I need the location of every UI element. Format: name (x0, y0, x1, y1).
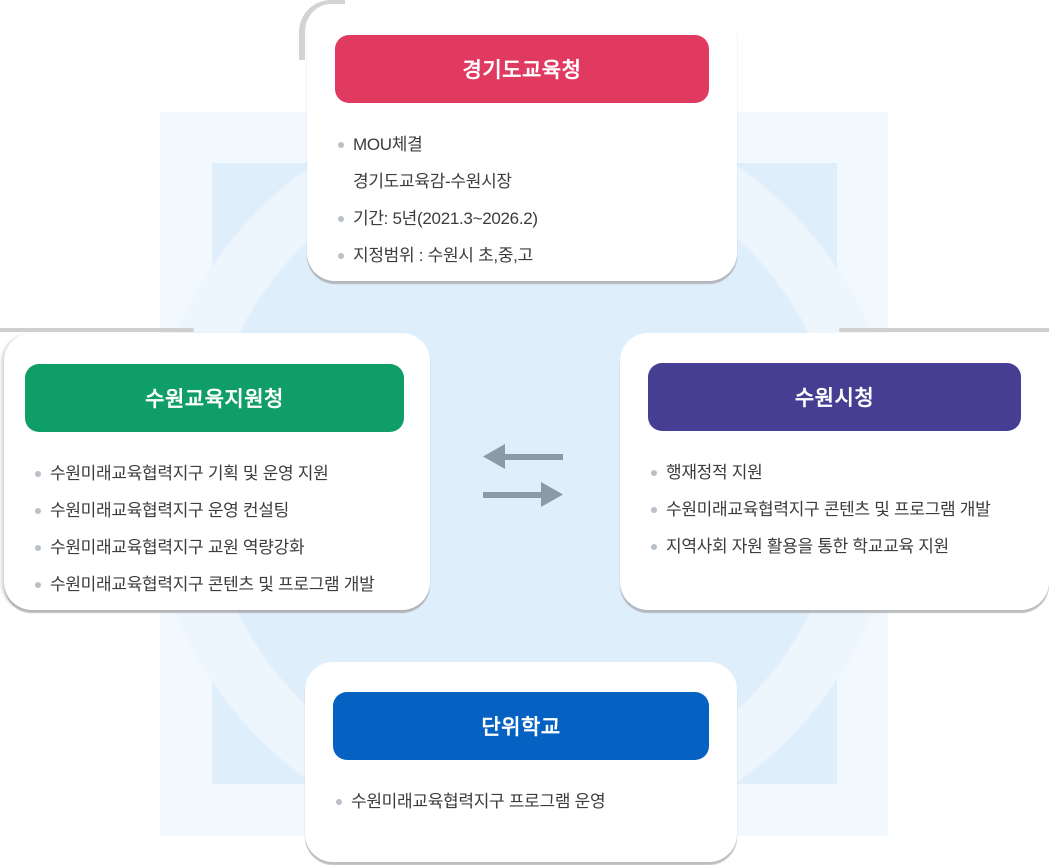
list-item: 수원미래교육협력지구 프로그램 운영 (335, 790, 719, 814)
card-title-city-hall: 수원시청 (794, 387, 875, 410)
left-arrow-icon (483, 444, 563, 469)
list-item: 수원미래교육협력지구 기획 및 운영 지원 (34, 462, 412, 486)
bullet-dot-icon (338, 253, 344, 259)
list-item: MOU체결 (337, 133, 719, 157)
list-item-text: 수원미래교육협력지구 콘텐츠 및 프로그램 개발 (50, 575, 375, 594)
bullet-dot-icon (651, 470, 657, 476)
cropped-shadow-line-left (0, 328, 194, 332)
list-item: 경기도교육감-수원시장 (337, 170, 719, 194)
cropped-shadow-corner-top (299, 0, 345, 60)
card-header-gyeonggi: 경기도교육청 (335, 35, 709, 103)
bullet-dot-icon (35, 582, 41, 588)
list-item-text: 지역사회 자원 활용을 통한 학교교육 지원 (666, 537, 949, 556)
bullet-dot-icon (35, 508, 41, 514)
bullet-dot-icon (336, 799, 342, 805)
list-item-text: 기간: 5년(2021.3~2026.2) (353, 209, 538, 228)
exchange-arrows (483, 444, 563, 508)
list-item-text: 수원미래교육협력지구 콘텐츠 및 프로그램 개발 (666, 500, 991, 519)
bullet-dot-icon (651, 507, 657, 513)
list-item-text: 수원미래교육협력지구 기획 및 운영 지원 (50, 464, 329, 483)
list-item: 수원미래교육협력지구 콘텐츠 및 프로그램 개발 (34, 573, 412, 597)
list-item: 수원미래교육협력지구 운영 컨설팅 (34, 499, 412, 523)
list-item-text: 수원미래교육협력지구 교원 역량강화 (50, 538, 305, 557)
bullet-dot-icon (35, 471, 41, 477)
card-unit-school: 단위학교 수원미래교육협력지구 프로그램 운영 (305, 662, 737, 862)
card-title-education-support: 수원교육지원청 (145, 388, 284, 411)
bullet-dot-icon (338, 142, 344, 148)
card-header-unit-school: 단위학교 (333, 692, 709, 760)
card-header-education-support: 수원교육지원청 (25, 364, 404, 432)
list-item: 수원미래교육협력지구 교원 역량강화 (34, 536, 412, 560)
card-item-list-unit-school: 수원미래교육협력지구 프로그램 운영 (305, 790, 737, 814)
bullet-dot-icon (35, 545, 41, 551)
list-item-text: 수원미래교육협력지구 운영 컨설팅 (50, 501, 289, 520)
list-item-text: 경기도교육감-수원시장 (353, 172, 512, 191)
bullet-dot-icon (651, 544, 657, 550)
card-header-city-hall: 수원시청 (648, 363, 1021, 431)
list-item: 기간: 5년(2021.3~2026.2) (337, 207, 719, 231)
list-item: 수원미래교육협력지구 콘텐츠 및 프로그램 개발 (650, 498, 1031, 522)
card-title-unit-school: 단위학교 (481, 716, 561, 739)
right-arrow-icon (483, 482, 563, 507)
cropped-shadow-line-right (839, 328, 1049, 332)
list-item: 지역사회 자원 활용을 통한 학교교육 지원 (650, 535, 1031, 559)
list-item: 행재정적 지원 (650, 461, 1031, 485)
list-item-text: 수원미래교육협력지구 프로그램 운영 (351, 792, 606, 811)
card-title-gyeonggi: 경기도교육청 (462, 59, 582, 82)
bullet-dot-icon (338, 216, 344, 222)
list-item-text: 행재정적 지원 (666, 463, 763, 482)
list-item-text: MOU체결 (353, 135, 423, 154)
list-item-text: 지정범위 : 수원시 초,중,고 (353, 246, 533, 265)
list-item: 지정범위 : 수원시 초,중,고 (337, 244, 719, 268)
